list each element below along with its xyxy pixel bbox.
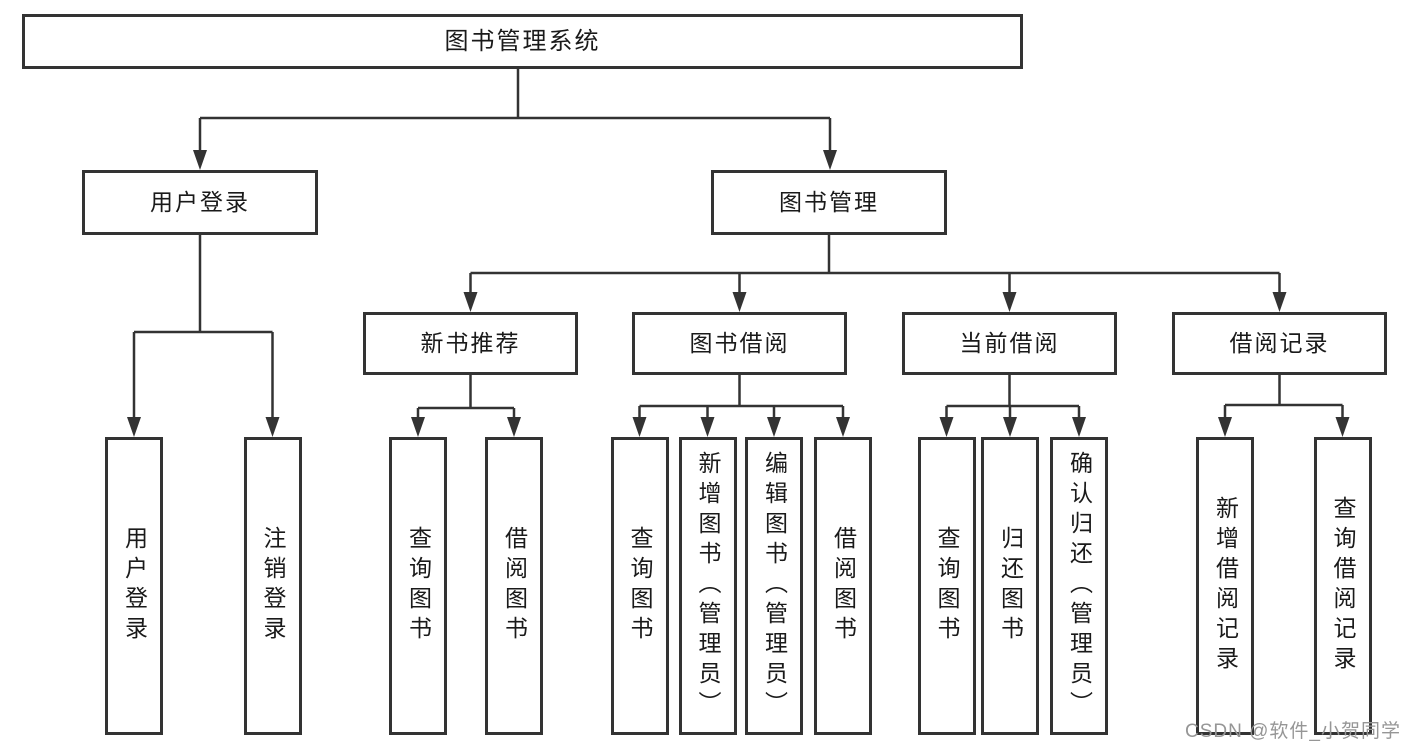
- leaf-borrow-books: 借阅图书: [814, 437, 872, 735]
- leaf-query-books-borrow: 查询图书: [610, 437, 669, 735]
- leaf-query-books-recommend: 查询图书: [389, 437, 447, 735]
- node-library-management-system: 图书管理系统: [22, 14, 1023, 69]
- arrowheads: [127, 150, 1350, 437]
- leaf-query-borrow-record: 查询借阅记录: [1313, 437, 1372, 735]
- leaf-user-login: 用户登录: [105, 437, 163, 735]
- node-book-management-branch: 图书管理: [711, 170, 947, 235]
- leaf-query-books-current: 查询图书: [917, 437, 976, 735]
- leaf-borrow-books-recommend: 借阅图书: [485, 437, 543, 735]
- leaf-return-books: 归还图书: [981, 437, 1039, 735]
- leaf-add-borrow-record: 新增借阅记录: [1196, 437, 1254, 735]
- leaf-confirm-return-admin: 确认归还（管理员）: [1050, 437, 1108, 735]
- leaf-add-books-admin: 新增图书（管理员）: [678, 437, 737, 735]
- node-new-book-recommend: 新书推荐: [363, 312, 578, 375]
- node-book-borrowing: 图书借阅: [632, 312, 847, 375]
- node-current-borrowing: 当前借阅: [902, 312, 1117, 375]
- node-user-login-branch: 用户登录: [82, 170, 318, 235]
- leaf-logout: 注销登录: [243, 437, 302, 735]
- csdn-watermark: CSDN @软件_小贺同学: [1185, 721, 1401, 742]
- node-borrowing-records: 借阅记录: [1172, 312, 1387, 375]
- leaf-edit-books-admin: 编辑图书（管理员）: [745, 437, 803, 735]
